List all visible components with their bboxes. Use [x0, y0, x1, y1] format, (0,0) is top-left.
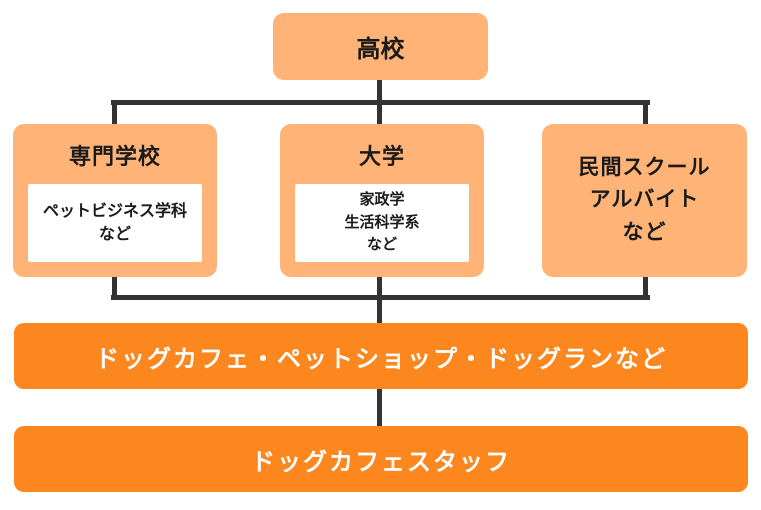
node-high-school: 高校: [273, 13, 488, 80]
connector-bars-vertical: [377, 389, 382, 426]
connector-right-top-stub: [643, 100, 648, 126]
university-title: 大学: [358, 144, 405, 169]
private-school-line: アルバイト: [589, 188, 700, 212]
university-detail-line: 生活科学系: [344, 213, 420, 231]
connector-left-top-stub: [112, 100, 117, 126]
bar-dog-cafe-staff: ドッグカフェスタッフ: [14, 426, 748, 492]
private-school-line: 民間スクール: [578, 155, 711, 179]
vocational-school-detail-line: など: [98, 226, 131, 243]
private-school-line: など: [622, 220, 667, 244]
university-detail-box: 家政学 生活科学系 など: [295, 184, 469, 262]
connector-right-bottom-stub: [643, 275, 648, 300]
node-private-school-parttime: 民間スクール アルバイト など: [542, 124, 747, 277]
node-university: 大学 家政学 生活科学系 など: [280, 124, 484, 277]
node-vocational-school: 専門学校 ペットビジネス学科 など: [13, 124, 217, 277]
university-detail-line: 家政学: [359, 191, 405, 209]
connector-top-horizontal: [111, 100, 650, 105]
bar-workplaces: ドッグカフェ・ペットショップ・ドッグランなど: [14, 323, 748, 389]
vocational-school-title: 専門学校: [68, 144, 161, 169]
vocational-school-detail-line: ペットビジネス学科: [42, 202, 187, 220]
vocational-school-detail-box: ペットビジネス学科 など: [28, 184, 202, 262]
university-detail-line: など: [366, 236, 397, 254]
connector-left-bottom-stub: [112, 275, 117, 300]
connector-middle-bottom-vertical: [377, 275, 382, 323]
